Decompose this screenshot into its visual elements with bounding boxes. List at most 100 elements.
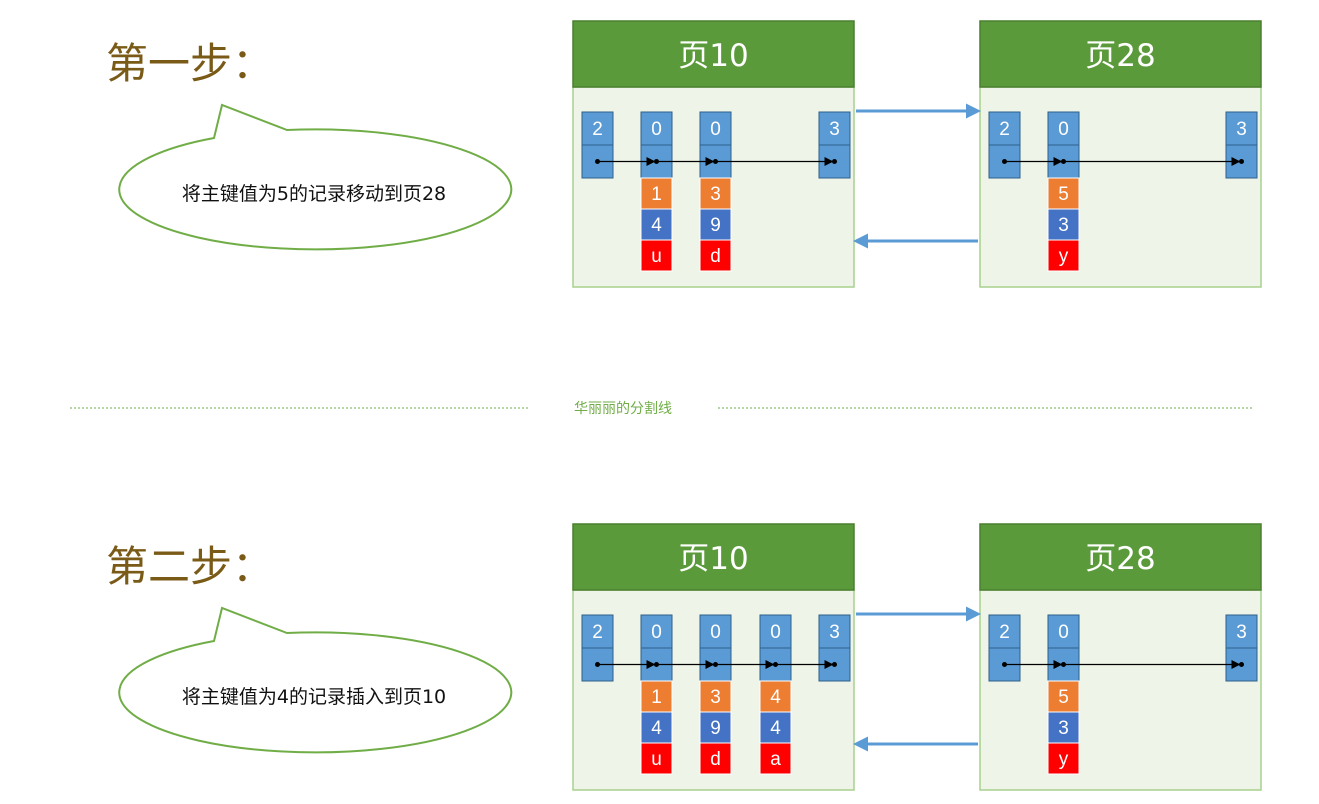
record-col3-cell xyxy=(699,742,732,775)
page-header xyxy=(979,523,1262,591)
record: 0 4 4 a xyxy=(759,614,792,775)
record-header-cell xyxy=(988,111,1021,146)
record: 2 xyxy=(581,614,614,682)
record: 0 3 9 d xyxy=(699,111,732,272)
record: 3 xyxy=(1225,614,1258,682)
pointer-dot xyxy=(832,662,837,667)
record-col3-cell xyxy=(1047,742,1080,775)
record-col3-value: y xyxy=(1059,246,1069,267)
page-title: 页10 xyxy=(678,38,748,74)
record-header-value: 0 xyxy=(1058,622,1069,643)
record-header-value: 0 xyxy=(710,119,721,140)
page-body xyxy=(979,589,1262,791)
record-header-value: 3 xyxy=(1236,119,1247,140)
record-header-cell xyxy=(759,614,792,649)
record-key-value: 5 xyxy=(1058,184,1069,205)
record: 2 xyxy=(581,111,614,179)
record-key-value: 5 xyxy=(1058,687,1069,708)
record-col3-value: a xyxy=(770,749,781,770)
record-header-value: 2 xyxy=(592,622,603,643)
record-header-cell xyxy=(818,614,851,649)
record-col2-value: 4 xyxy=(770,718,781,739)
pointer-dot xyxy=(1239,159,1244,164)
record-col3-value: u xyxy=(651,749,662,770)
record-key-cell xyxy=(640,680,673,713)
page-title: 页10 xyxy=(678,541,748,577)
record: 3 xyxy=(1225,111,1258,179)
record-key-value: 3 xyxy=(710,184,721,205)
record-header-value: 3 xyxy=(1236,622,1247,643)
record-key-value: 1 xyxy=(651,687,662,708)
record-col3-value: d xyxy=(710,749,721,770)
record-col3-value: u xyxy=(651,246,662,267)
bubble-shape xyxy=(118,606,513,754)
record-col2-cell xyxy=(640,711,673,744)
record-header-cell xyxy=(1225,614,1258,649)
page-28: 页28 2 0 5 3 y 3 xyxy=(979,20,1262,288)
record-header-cell xyxy=(581,111,614,146)
record-col2-value: 4 xyxy=(651,718,662,739)
page-header xyxy=(572,20,855,88)
divider: 华丽丽的分割线 xyxy=(70,400,1252,417)
page-body xyxy=(979,86,1262,288)
bubble-text: 将主键值为5的记录移动到页28 xyxy=(182,183,446,205)
page-28: 页28 2 0 5 3 y 3 xyxy=(979,523,1262,791)
record-col3-cell xyxy=(699,239,732,272)
record-header-value: 3 xyxy=(829,622,840,643)
record-col2-value: 9 xyxy=(710,718,721,739)
record: 2 xyxy=(988,111,1021,179)
bubble-text: 将主键值为4的记录插入到页10 xyxy=(182,686,446,708)
record-key-cell xyxy=(1047,177,1080,210)
page-header xyxy=(572,523,855,591)
record-header-value: 2 xyxy=(592,119,603,140)
record: 3 xyxy=(818,614,851,682)
record-col2-value: 3 xyxy=(1058,718,1069,739)
bubble-shape xyxy=(118,103,513,251)
record-header-cell xyxy=(699,111,732,146)
speech-bubble: 将主键值为5的记录移动到页28 xyxy=(118,103,513,251)
record-col2-value: 3 xyxy=(1058,215,1069,236)
record-header-value: 0 xyxy=(651,622,662,643)
record-key-cell xyxy=(699,177,732,210)
record-key-value: 4 xyxy=(770,687,781,708)
step-title: 第一步： xyxy=(106,39,274,88)
record-col3-value: y xyxy=(1059,749,1069,770)
record-col3-value: d xyxy=(710,246,721,267)
record-header-value: 0 xyxy=(770,622,781,643)
steps: 第一步： 将主键值为5的记录移动到页28 页10 2 0 1 4 u 0 3 9 d 3 页28 2 0 5 3 y… xyxy=(106,20,1262,791)
record-col2-value: 4 xyxy=(651,215,662,236)
page-title: 页28 xyxy=(1085,541,1155,577)
record-col3-cell xyxy=(640,239,673,272)
record-header-value: 0 xyxy=(1058,119,1069,140)
record-col2-cell xyxy=(699,208,732,241)
divider-label: 华丽丽的分割线 xyxy=(574,400,672,417)
record-key-cell xyxy=(699,680,732,713)
record-key-cell xyxy=(1047,680,1080,713)
record-header-value: 3 xyxy=(829,119,840,140)
record-col2-cell xyxy=(640,208,673,241)
record-header-cell xyxy=(1047,111,1080,146)
page-header xyxy=(979,20,1262,88)
record-header-cell xyxy=(988,614,1021,649)
record: 3 xyxy=(818,111,851,179)
record-col3-cell xyxy=(759,742,792,775)
record-col2-value: 9 xyxy=(710,215,721,236)
record-col3-cell xyxy=(1047,239,1080,272)
record-key-cell xyxy=(759,680,792,713)
record-header-value: 2 xyxy=(999,622,1010,643)
record-header-value: 0 xyxy=(710,622,721,643)
pointer-dot xyxy=(832,159,837,164)
pointer-dot xyxy=(1239,662,1244,667)
record-key-value: 3 xyxy=(710,687,721,708)
record-col2-cell xyxy=(759,711,792,744)
record-header-cell xyxy=(1225,111,1258,146)
record: 0 1 4 u xyxy=(640,614,673,775)
record: 2 xyxy=(988,614,1021,682)
record: 0 5 3 y xyxy=(1047,111,1080,272)
page-title: 页28 xyxy=(1085,38,1155,74)
record: 0 3 9 d xyxy=(699,614,732,775)
